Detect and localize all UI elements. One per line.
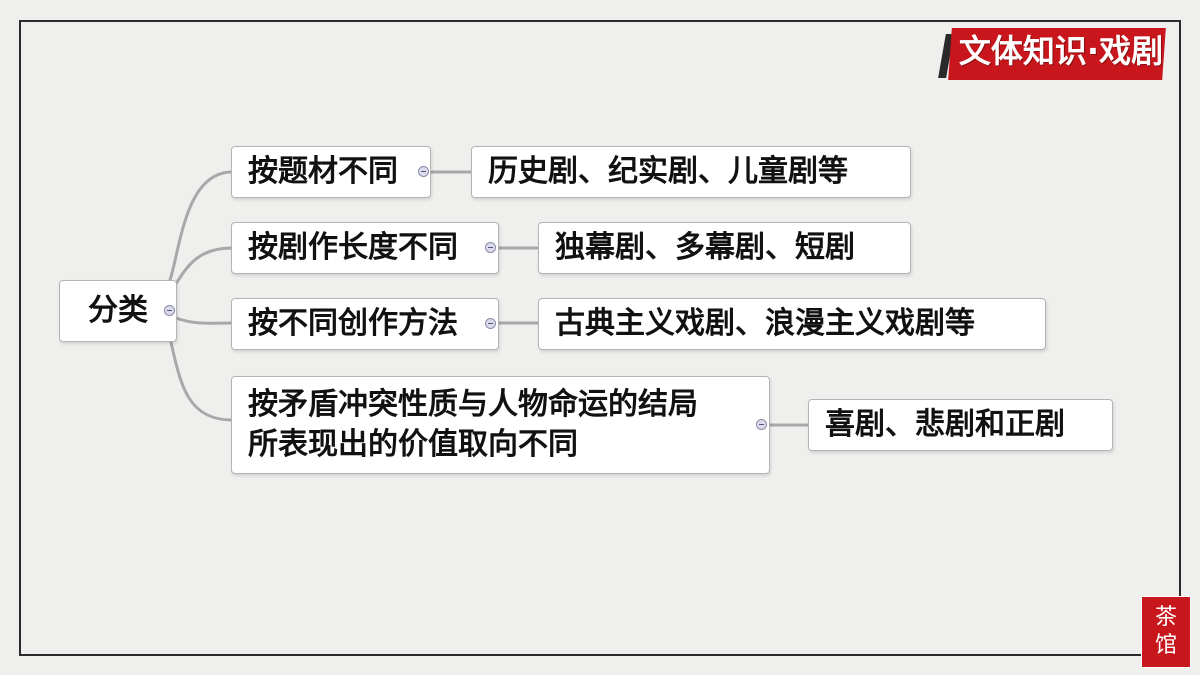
leaf-label-method-types: 古典主义戏剧、浪漫主义戏剧等 bbox=[555, 306, 975, 341]
branch-label-by-subject: 按题材不同 bbox=[248, 154, 398, 189]
connector-root-branch4 bbox=[168, 336, 234, 422]
seal-stamp: 茶 馆 bbox=[1141, 596, 1191, 668]
slide-frame bbox=[19, 20, 1181, 656]
root-collapse-icon[interactable] bbox=[164, 305, 175, 316]
connector-root-branch2 bbox=[170, 246, 234, 292]
title-badge: 文体知识·戏剧 bbox=[938, 22, 1174, 84]
seal-char-1: 茶 bbox=[1154, 605, 1177, 630]
leaf-node-length-types[interactable]: 独幕剧、多幕剧、短剧 bbox=[538, 222, 911, 274]
branch3-collapse-icon[interactable] bbox=[485, 318, 496, 329]
branch-node-by-conflict-value[interactable]: 按矛盾冲突性质与人物命运的结局 所表现出的价值取向不同 bbox=[231, 376, 770, 474]
branch1-collapse-icon[interactable] bbox=[418, 166, 429, 177]
leaf-label-subject-types: 历史剧、纪实剧、儿童剧等 bbox=[488, 154, 848, 189]
leaf-label-conflict-types: 喜剧、悲剧和正剧 bbox=[825, 407, 1065, 442]
seal-char-2: 馆 bbox=[1154, 633, 1177, 658]
branch-label-line2: 所表现出的价值取向不同 bbox=[248, 427, 578, 462]
connector-root-branch1 bbox=[168, 170, 234, 282]
leaf-node-subject-types[interactable]: 历史剧、纪实剧、儿童剧等 bbox=[471, 146, 911, 198]
leaf-node-method-types[interactable]: 古典主义戏剧、浪漫主义戏剧等 bbox=[538, 298, 1046, 350]
title-badge-text: 文体知识·戏剧 bbox=[958, 32, 1164, 70]
branch-node-by-subject[interactable]: 按题材不同 bbox=[231, 146, 431, 198]
branch-label-by-conflict-value: 按矛盾冲突性质与人物命运的结局 所表现出的价值取向不同 bbox=[248, 385, 698, 465]
branch-label-by-method: 按不同创作方法 bbox=[248, 306, 458, 341]
leaf-label-length-types: 独幕剧、多幕剧、短剧 bbox=[555, 230, 855, 265]
connector-root-branch3 bbox=[174, 316, 234, 325]
branch4-collapse-icon[interactable] bbox=[756, 419, 767, 430]
branch-label-line1: 按矛盾冲突性质与人物命运的结局 bbox=[248, 387, 698, 422]
branch2-collapse-icon[interactable] bbox=[485, 242, 496, 253]
branch-node-by-length[interactable]: 按剧作长度不同 bbox=[231, 222, 499, 274]
leaf-node-conflict-types[interactable]: 喜剧、悲剧和正剧 bbox=[808, 399, 1113, 451]
root-node-label: 分类 bbox=[88, 293, 148, 328]
branch-label-by-length: 按剧作长度不同 bbox=[248, 230, 458, 265]
root-node-classification[interactable]: 分类 bbox=[59, 280, 177, 342]
branch-node-by-method[interactable]: 按不同创作方法 bbox=[231, 298, 499, 350]
